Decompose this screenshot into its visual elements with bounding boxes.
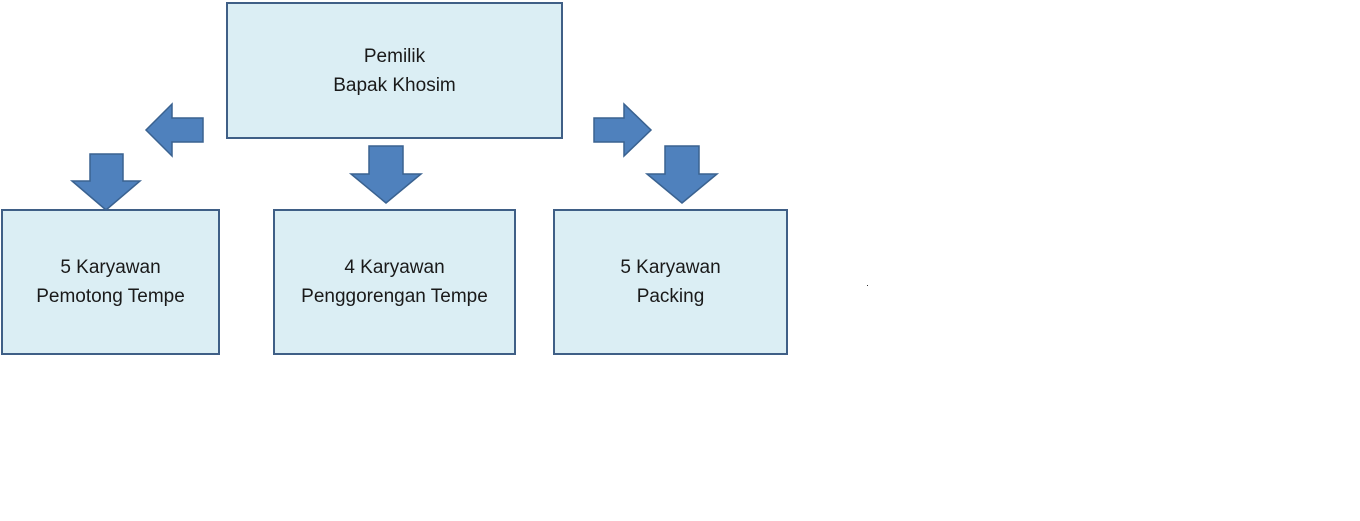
worker-box-cutting: 5 Karyawan Pemotong Tempe — [1, 209, 220, 355]
worker-task: Pemotong Tempe — [36, 286, 185, 307]
stray-dot — [867, 285, 868, 286]
block-arrow-right-icon — [593, 102, 653, 158]
worker-count: 4 Karyawan — [344, 257, 445, 278]
worker-box-packing: 5 Karyawan Packing — [553, 209, 788, 355]
worker-count: 5 Karyawan — [620, 257, 721, 278]
owner-name: Bapak Khosim — [333, 74, 456, 96]
worker-task: Penggorengan Tempe — [301, 286, 488, 307]
block-arrow-down-icon — [348, 145, 424, 204]
worker-count: 5 Karyawan — [60, 257, 161, 278]
worker-box-frying: 4 Karyawan Penggorengan Tempe — [273, 209, 516, 355]
owner-box: Pemilik Bapak Khosim — [226, 2, 563, 139]
block-arrow-down-icon — [644, 145, 720, 204]
block-arrow-left-icon — [144, 102, 204, 158]
block-arrow-down-icon — [69, 153, 143, 211]
owner-role: Pemilik — [363, 45, 426, 67]
worker-task: Packing — [636, 286, 705, 307]
